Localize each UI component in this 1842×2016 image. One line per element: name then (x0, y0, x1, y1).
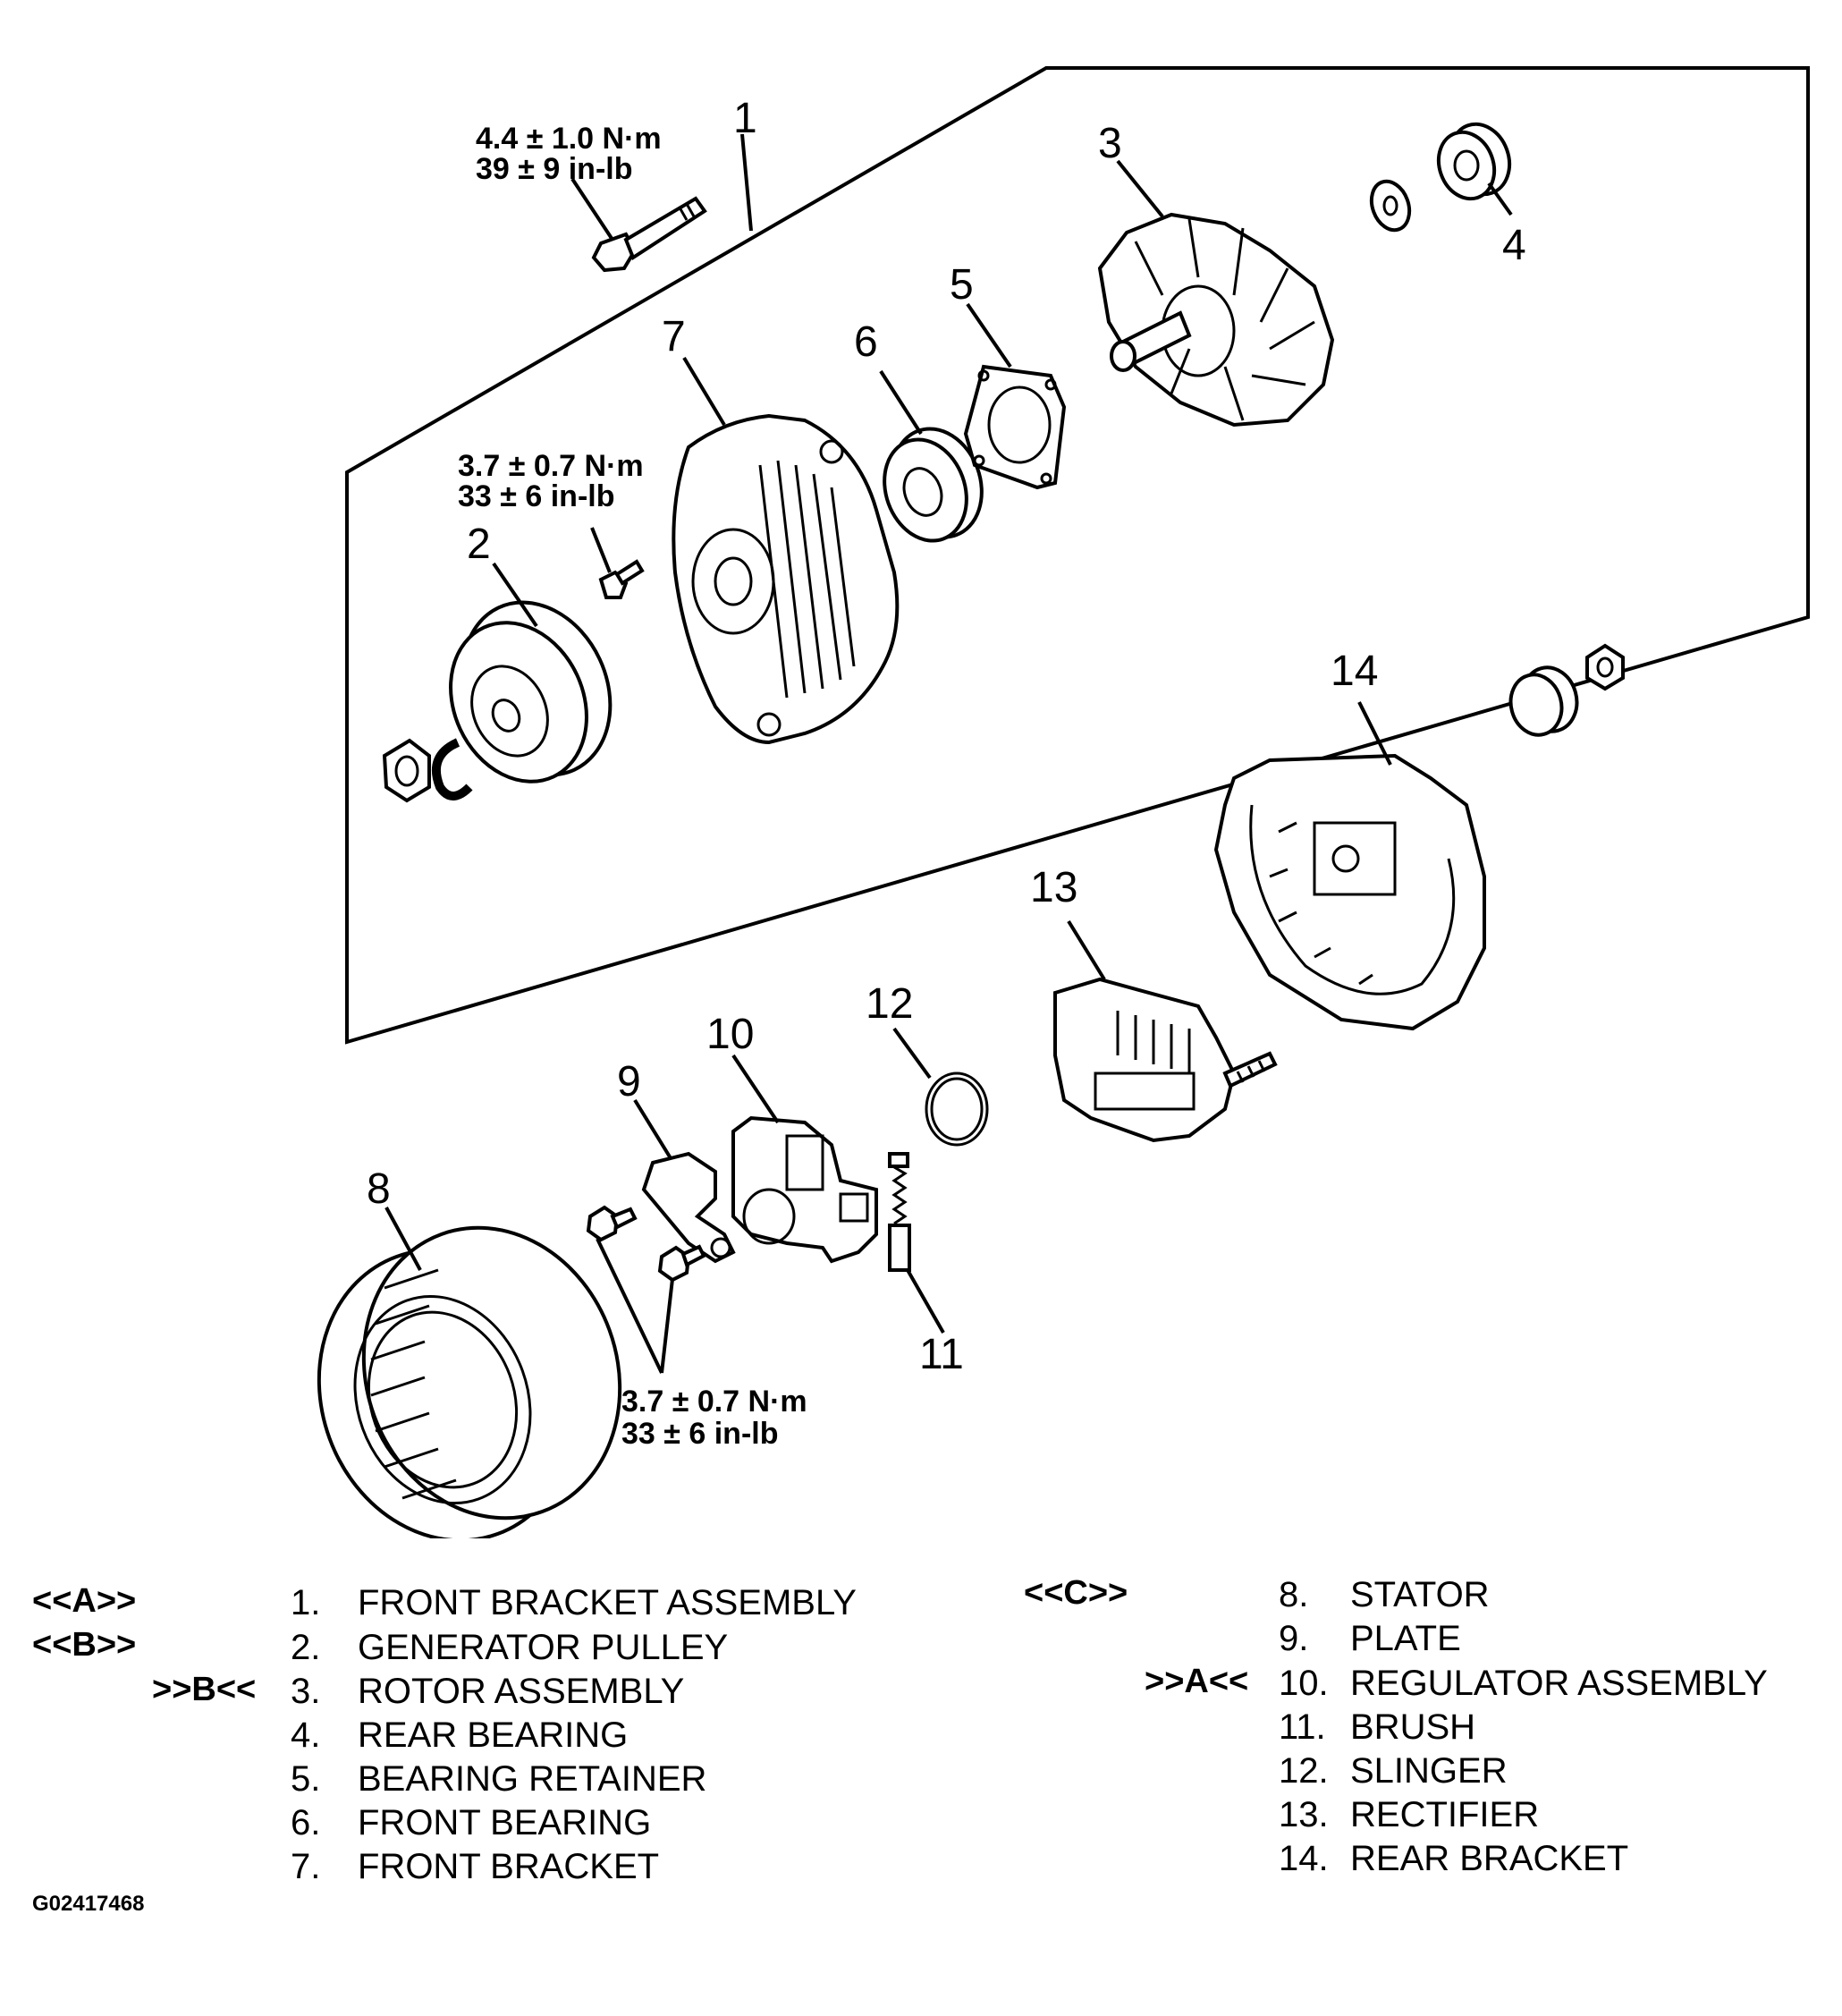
stator (317, 1225, 622, 1538)
callout-4: 4 (1502, 222, 1526, 269)
callout-8: 8 (367, 1165, 391, 1213)
callout-3: 3 (1098, 120, 1122, 167)
rear-bracket (1213, 753, 1486, 1031)
exploded-diagram: 1 2 3 4 5 6 7 8 9 10 11 12 13 14 4.4 ± 1… (317, 66, 1810, 1538)
legend-label: BEARING RETAINER (358, 1759, 707, 1799)
torque-regulator-nm: 3.7 ± 0.7 N·m (621, 1385, 807, 1419)
front-bearing (883, 427, 984, 543)
callout-12: 12 (866, 980, 913, 1028)
legend-number: 3. (291, 1672, 321, 1711)
legend-ref: >>B<< (152, 1671, 257, 1708)
callout-11: 11 (919, 1331, 964, 1378)
c-clip (432, 738, 473, 800)
callout-5: 5 (950, 261, 974, 309)
legend-number: 5. (291, 1759, 321, 1799)
top-bolt (591, 196, 707, 273)
rear-nut (1585, 643, 1625, 691)
callout-6: 6 (854, 318, 878, 366)
front-bracket (672, 413, 900, 745)
legend-number: 4. (291, 1715, 321, 1755)
front-bolt (598, 559, 645, 599)
legend-number: 11. (1279, 1707, 1326, 1747)
assembly-frame (345, 66, 1810, 1045)
legend-number: 9. (1279, 1619, 1309, 1658)
legend-ref: <<B>> (32, 1626, 137, 1664)
regulator-assembly (731, 1115, 878, 1264)
pulley-nut (382, 738, 431, 803)
callout-7: 7 (662, 313, 686, 360)
legend-number: 13. (1279, 1795, 1329, 1834)
rear-bearing (1436, 122, 1512, 201)
legend-number: 12. (1279, 1751, 1329, 1791)
callout-1: 1 (733, 95, 757, 142)
legend-label: GENERATOR PULLEY (358, 1628, 729, 1667)
rotor-washer (1369, 179, 1412, 233)
legend-number: 1. (291, 1583, 321, 1622)
slinger (925, 1072, 989, 1147)
legend-label: SLINGER (1350, 1751, 1508, 1791)
legend-number: 7. (291, 1847, 321, 1886)
plate (641, 1151, 736, 1264)
torque-top-inlb: 39 ± 9 in-lb (476, 152, 632, 186)
legend-ref: <<A>> (32, 1582, 137, 1620)
legend-ref: <<C>> (1024, 1574, 1128, 1612)
legend-number: 10. (1279, 1664, 1329, 1703)
legend-label: ROTOR ASSEMBLY (358, 1672, 685, 1711)
callout-10: 10 (706, 1011, 754, 1058)
brush (888, 1152, 911, 1272)
torque-front-nm: 3.7 ± 0.7 N·m (458, 449, 644, 483)
figure-code: G02417468 (32, 1892, 145, 1916)
legend-label: REAR BEARING (358, 1715, 629, 1755)
legend-label: FRONT BEARING (358, 1803, 652, 1842)
legend-label: PLATE (1350, 1619, 1461, 1658)
legend-label: REGULATOR ASSEMBLY (1350, 1664, 1768, 1703)
rectifier (1053, 977, 1278, 1143)
legend-label: STATOR (1350, 1575, 1490, 1614)
legend-ref: >>A<< (1145, 1663, 1249, 1700)
legend-label: RECTIFIER (1350, 1795, 1540, 1834)
regulator-bolt-1 (586, 1205, 638, 1242)
torque-front-inlb: 33 ± 6 in-lb (458, 479, 614, 513)
legend-number: 6. (291, 1803, 321, 1842)
legend-label: REAR BRACKET (1350, 1839, 1629, 1878)
callout-9: 9 (617, 1058, 641, 1105)
rear-bushing (1508, 665, 1579, 737)
legend-number: 14. (1279, 1839, 1329, 1878)
bearing-retainer (963, 364, 1067, 490)
legend-label: FRONT BRACKET ASSEMBLY (358, 1583, 857, 1622)
generator-pulley (449, 600, 613, 784)
legend-label: FRONT BRACKET (358, 1847, 660, 1886)
callout-13: 13 (1030, 864, 1077, 911)
torque-top-nm: 4.4 ± 1.0 N·m (476, 122, 662, 156)
legend-number: 8. (1279, 1575, 1309, 1614)
rotor-assembly (1097, 212, 1335, 428)
callout-14: 14 (1331, 648, 1378, 695)
legend-number: 2. (291, 1628, 321, 1667)
legend-label: BRUSH (1350, 1707, 1476, 1747)
regulator-bolt-2 (657, 1244, 706, 1283)
callout-2: 2 (467, 521, 491, 568)
torque-regulator-inlb: 33 ± 6 in-lb (621, 1417, 778, 1451)
